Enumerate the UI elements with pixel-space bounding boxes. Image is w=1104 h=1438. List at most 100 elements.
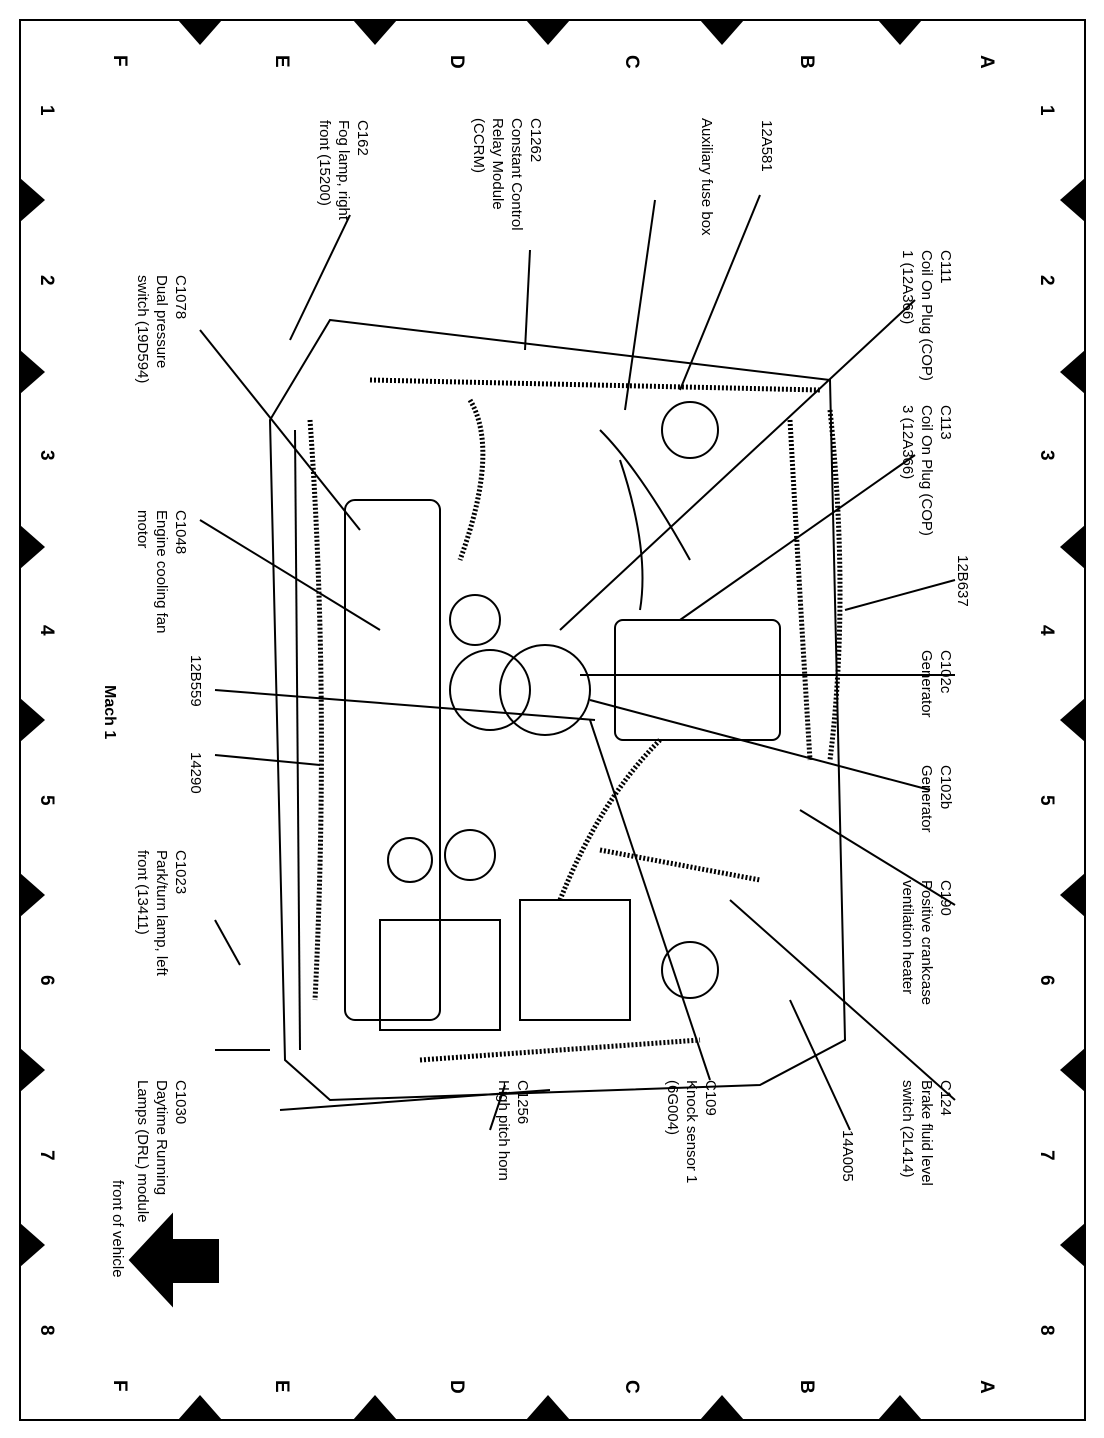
callout-line: (CCRM) — [470, 118, 487, 173]
grid-letter: A — [976, 1380, 997, 1394]
grid-marker-icon — [1060, 350, 1085, 394]
leader-line — [624, 199, 656, 411]
callout-line: switch (19D594) — [134, 275, 151, 384]
grid-number: 6 — [1036, 975, 1057, 986]
grid-letter: C — [621, 55, 642, 69]
callout-line: Auxiliary fuse box — [698, 118, 715, 236]
grid-letter: A — [976, 55, 997, 69]
callout-line: C162 — [354, 120, 371, 156]
grid-marker-icon — [353, 20, 397, 45]
grid-letter: B — [796, 1380, 817, 1394]
grid-number: 7 — [36, 1150, 57, 1161]
callout-line: C1048 — [172, 510, 189, 555]
reservoir-shape — [661, 941, 719, 999]
callout-line: C1030 — [172, 1080, 189, 1125]
grid-marker-icon — [20, 1048, 45, 1092]
grid-marker-icon — [878, 1395, 922, 1420]
leader-line — [844, 579, 956, 611]
leader-line — [589, 719, 711, 1081]
air-intake-tube — [599, 429, 691, 561]
callout-line: C109 — [702, 1080, 719, 1116]
air-intake-tube — [619, 459, 644, 611]
leader-line — [679, 194, 761, 391]
callout-line: ventilation heater — [899, 880, 916, 995]
front-arrow-icon — [128, 1212, 219, 1308]
grid-number: 1 — [36, 105, 57, 116]
callout-line: Constant Control — [508, 118, 525, 231]
grid-marker-icon — [20, 698, 45, 742]
grid-marker-icon — [1060, 1223, 1085, 1267]
wiring-harness — [457, 398, 486, 561]
grid-number: 7 — [1036, 1150, 1057, 1161]
fender-line — [294, 429, 301, 1051]
callout-line: Engine cooling fan — [153, 510, 170, 634]
fuse-box-shape — [519, 899, 631, 1021]
callout-line: Brake fluid level — [918, 1080, 935, 1186]
callout-14a005: 14A005 — [838, 1130, 857, 1182]
wiring-harness — [827, 409, 843, 761]
callout-line: (6G004) — [664, 1080, 681, 1136]
callout-line: Relay Module — [489, 118, 506, 210]
callout-line: switch (2L414) — [899, 1080, 916, 1178]
callout-line: Coil On Plug (COP) — [918, 250, 935, 381]
callout-12a581: 12A581 — [757, 120, 776, 172]
callout-line: 3 (12A366) — [899, 405, 916, 480]
leader-line — [489, 1084, 506, 1131]
grid-marker-icon — [700, 20, 744, 45]
callout-line: Positive crankcase — [918, 880, 935, 1006]
grid-number: 8 — [36, 1325, 57, 1336]
front-of-vehicle-label: front of vehicle — [109, 1180, 126, 1278]
grid-marker-icon — [20, 350, 45, 394]
leader-line — [589, 699, 931, 791]
callout-line: C1256 — [514, 1080, 531, 1125]
leader-line — [214, 689, 596, 721]
wiring-harness — [307, 419, 324, 1001]
leader-line — [524, 249, 531, 351]
leader-line — [199, 519, 381, 631]
callout-12b559: 12B559 — [186, 655, 205, 707]
callout-line: 12B559 — [187, 655, 204, 707]
callout-line: C1023 — [172, 850, 189, 895]
grid-number: 8 — [1036, 1325, 1057, 1336]
grid-marker-icon — [20, 1223, 45, 1267]
grid-number: 3 — [36, 450, 57, 461]
callout-14290: 14290 — [186, 752, 205, 794]
callout-line: High pitch horn — [495, 1080, 512, 1181]
callout-line: Fog lamp, right — [335, 120, 352, 221]
battery-shape — [379, 919, 501, 1031]
grid-number: 3 — [1036, 450, 1057, 461]
grid-number: 5 — [36, 795, 57, 806]
callout-line: motor — [134, 510, 151, 549]
grid-number: 1 — [1036, 105, 1057, 116]
callout-line: 12B637 — [954, 555, 971, 607]
leader-line — [729, 899, 956, 1101]
callout-line: 1 (12A366) — [899, 250, 916, 325]
grid-marker-icon — [700, 1395, 744, 1420]
grid-marker-icon — [526, 1395, 570, 1420]
callout-aux-fuse: Auxiliary fuse box — [697, 118, 716, 236]
wiring-harness — [557, 738, 662, 901]
wiring-harness — [369, 377, 821, 393]
cap-shape — [387, 837, 433, 883]
diagram-title: Mach 1 — [101, 685, 118, 740]
callout-line: Knock sensor 1 — [683, 1080, 700, 1184]
wiring-harness — [419, 1037, 701, 1063]
cap-shape — [444, 829, 496, 881]
fan-hub-shape — [449, 594, 501, 646]
grid-letter: B — [796, 55, 817, 69]
callout-line: C113 — [937, 405, 954, 440]
grid-marker-icon — [1060, 1048, 1085, 1092]
leader-line — [289, 214, 351, 341]
grid-marker-icon — [20, 525, 45, 569]
callout-line: front (13411) — [134, 850, 151, 935]
